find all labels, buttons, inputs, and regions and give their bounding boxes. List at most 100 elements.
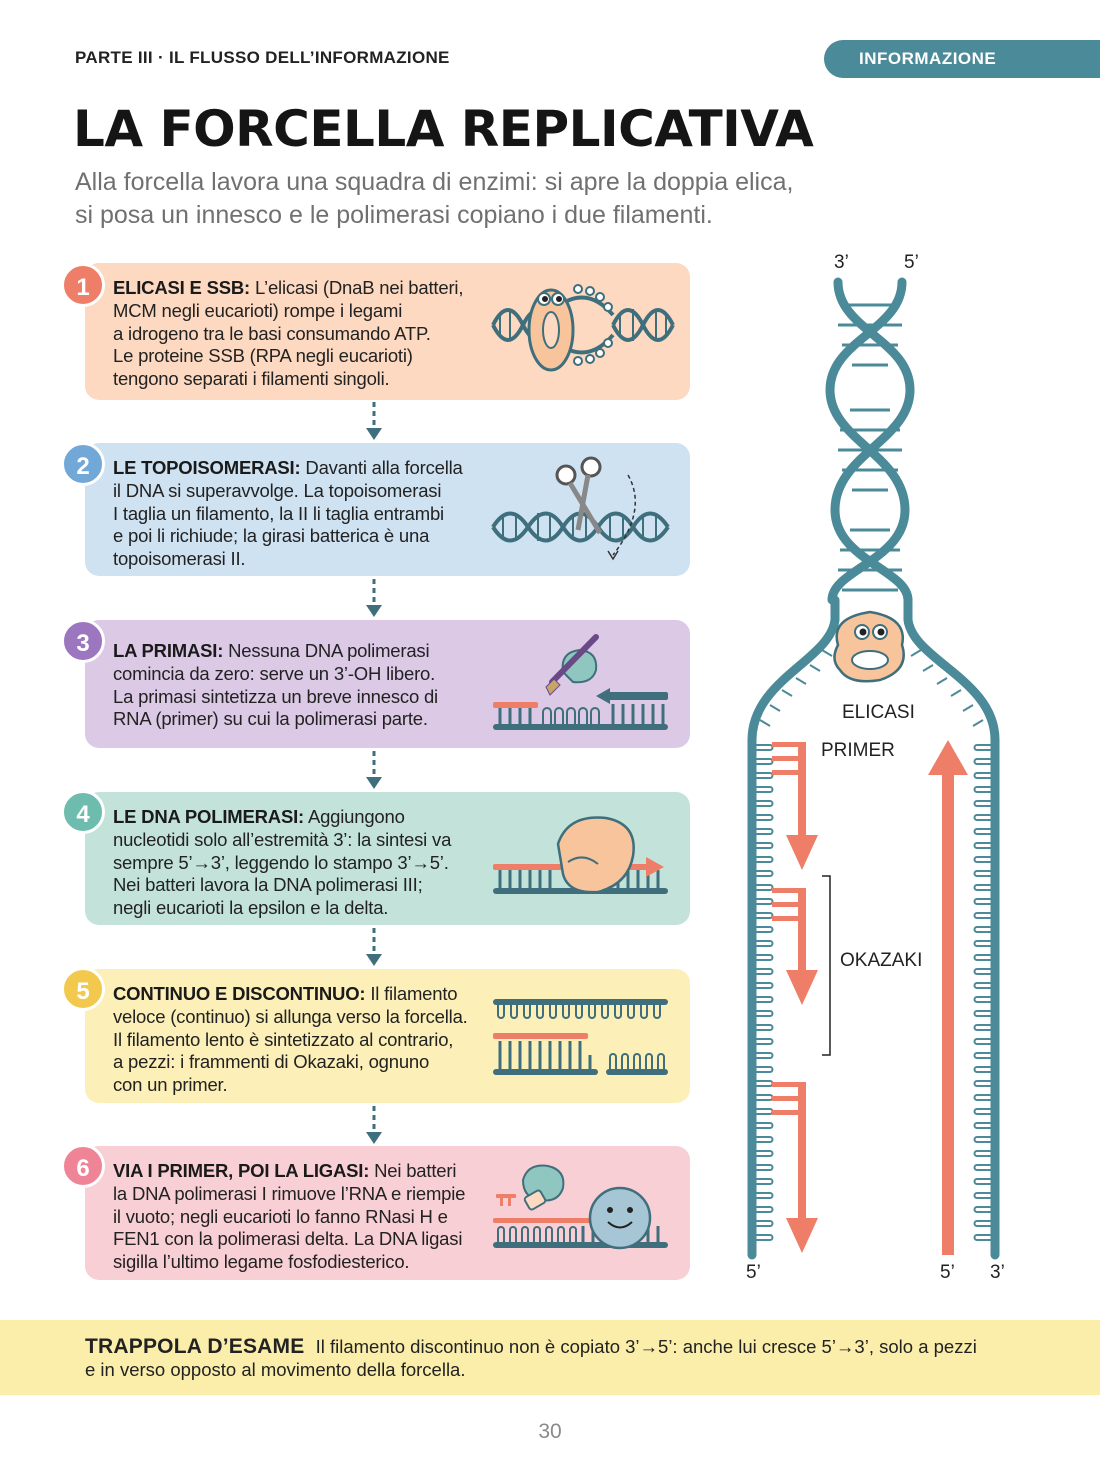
template-base-left bbox=[756, 856, 774, 863]
template-base-left bbox=[756, 1136, 774, 1143]
step-card-topoisomerase: LE TOPOISOMERASI: Davanti alla forcella … bbox=[85, 443, 690, 576]
step-line: comincia da zero: serve un 3’-OH libero. bbox=[113, 662, 436, 684]
template-base-left bbox=[756, 898, 774, 905]
step-line: sempre 5’→3’, leggendo lo stampo 3’→5’. bbox=[113, 851, 449, 873]
helicase-opening-helix-icon bbox=[491, 284, 675, 372]
template-base-right bbox=[973, 1080, 991, 1087]
template-base-right bbox=[962, 704, 974, 712]
step-heading: ELICASI E SSB bbox=[113, 277, 245, 298]
template-base-left bbox=[756, 912, 774, 919]
template-base-left bbox=[756, 1052, 774, 1059]
template-base-right bbox=[973, 1010, 991, 1017]
exam-trap-line-1: Il filamento discontinuo non è copiato 3… bbox=[315, 1336, 977, 1357]
ligase-smiling-icon bbox=[493, 1164, 668, 1250]
template-base-left bbox=[759, 719, 771, 727]
fork-bottom-right-end: 3’ bbox=[990, 1262, 1005, 1283]
step-heading-sep: : bbox=[359, 983, 366, 1004]
paintbrush-primer-icon bbox=[493, 634, 668, 730]
down-arrow-icon bbox=[366, 579, 382, 617]
lagging-okazaki-fragments bbox=[772, 742, 818, 1253]
step-line: L’elicasi (DnaB nei batteri, bbox=[254, 277, 464, 298]
template-base-right bbox=[973, 1038, 991, 1045]
step-card-primer-removal-ligase: VIA I PRIMER, POI LA LIGASI: Nei batteri… bbox=[85, 1146, 690, 1280]
polymerase-hand-icon bbox=[493, 816, 668, 894]
template-base-right bbox=[973, 842, 991, 849]
exam-trap-heading: TRAPPOLA D’ESAME bbox=[85, 1335, 305, 1358]
template-base-right bbox=[973, 1052, 991, 1059]
down-arrow-icon bbox=[366, 928, 382, 966]
step-line: tengono separati i filamenti singoli. bbox=[113, 368, 390, 390]
step-heading: LE DNA POLIMERASI bbox=[113, 806, 299, 827]
step-heading: VIA I PRIMER, POI LA LIGASI: bbox=[113, 1160, 370, 1181]
leading-strand-arrow bbox=[928, 740, 968, 1255]
template-base-right bbox=[910, 649, 922, 657]
template-base-left bbox=[756, 884, 774, 891]
step-line: negli eucarioti la epsilon e la delta. bbox=[113, 897, 389, 919]
template-base-left bbox=[756, 1164, 774, 1171]
step-line: MCM negli eucarioti) rompe i legami bbox=[113, 299, 403, 321]
template-bases bbox=[756, 649, 991, 1241]
replication-fork-diagram bbox=[747, 277, 1000, 1260]
template-base-right bbox=[973, 1206, 991, 1213]
step-line: la DNA polimerasi I rimuove l’RNA e riem… bbox=[113, 1182, 466, 1204]
template-base-left bbox=[756, 926, 774, 933]
step-line: a pezzi: i frammenti di Okazaki, ognuno bbox=[113, 1051, 430, 1073]
step-badge-5: 5 bbox=[61, 967, 105, 1011]
template-base-right bbox=[973, 996, 991, 1003]
template-base-left bbox=[756, 940, 774, 947]
fork-top-left-end: 3’ bbox=[834, 252, 849, 273]
step-line: topoisomerasi II. bbox=[113, 548, 246, 570]
exam-trap-banner: TRAPPOLA D’ESAME Il filamento discontinu… bbox=[0, 1320, 1100, 1395]
template-base-right bbox=[973, 940, 991, 947]
step-heading: LE TOPOISOMERASI: bbox=[113, 457, 301, 478]
template-base-left bbox=[756, 968, 774, 975]
page-title: LA FORCELLA REPLICATIVA bbox=[73, 100, 814, 158]
template-base-right bbox=[973, 870, 991, 877]
step-line: con un primer. bbox=[113, 1074, 228, 1096]
step-card-helicase: ELICASI E SSB: L’elicasi (DnaB nei batte… bbox=[85, 263, 690, 400]
step-line: Nessuna DNA polimerasi bbox=[228, 640, 430, 661]
step-text: LE DNA POLIMERASI: Aggiungono nucleotidi… bbox=[113, 806, 485, 920]
step-line: I taglia un filamento, la II li taglia e… bbox=[113, 502, 444, 524]
template-base-left bbox=[756, 842, 774, 849]
template-base-right bbox=[973, 772, 991, 779]
template-base-left bbox=[756, 870, 774, 877]
template-base-left bbox=[756, 828, 774, 835]
step-text: CONTINUO E DISCONTINUO: Il filamento vel… bbox=[113, 983, 485, 1097]
leading-lagging-strands-icon bbox=[493, 999, 668, 1075]
exam-trap-text: TRAPPOLA D’ESAME Il filamento discontinu… bbox=[85, 1335, 1005, 1381]
template-base-left bbox=[756, 1010, 774, 1017]
template-base-left bbox=[809, 664, 821, 672]
section-tab-label: INFORMAZIONE bbox=[859, 49, 997, 68]
step-heading-sep: : bbox=[217, 640, 224, 661]
template-base-left bbox=[756, 758, 774, 765]
step-line: e poi li richiude; la girasi batterica è… bbox=[113, 525, 430, 547]
template-base-right bbox=[973, 898, 991, 905]
step-line: il DNA si superavvolge. La topoisomerasi bbox=[113, 479, 442, 501]
step-line: FEN1 con la polimerasi delta. La DNA lig… bbox=[113, 1228, 463, 1250]
template-base-left bbox=[756, 772, 774, 779]
step-text: VIA I PRIMER, POI LA LIGASI: Nei batteri… bbox=[113, 1160, 485, 1274]
template-base-right bbox=[973, 856, 991, 863]
template-base-left bbox=[756, 1192, 774, 1199]
template-base-right bbox=[973, 800, 991, 807]
step-text: ELICASI E SSB: L’elicasi (DnaB nei batte… bbox=[113, 277, 485, 391]
template-base-right bbox=[973, 1164, 991, 1171]
fork-bottom-mid-end: 5’ bbox=[940, 1262, 955, 1283]
template-base-left bbox=[821, 649, 833, 657]
template-base-left bbox=[756, 800, 774, 807]
template-base-right bbox=[973, 1136, 991, 1143]
template-base-right bbox=[950, 689, 962, 697]
fork-bottom-left-end: 5’ bbox=[746, 1262, 761, 1283]
step-line: RNA (primer) su cui la polimerasi parte. bbox=[113, 708, 428, 730]
template-base-right bbox=[973, 926, 991, 933]
step-text: LA PRIMASI: Nessuna DNA polimerasi comin… bbox=[113, 640, 485, 731]
template-base-right bbox=[972, 719, 984, 727]
template-base-left bbox=[756, 1206, 774, 1213]
template-base-left bbox=[756, 982, 774, 989]
step-line: Aggiungono bbox=[307, 806, 405, 827]
scissors-cutting-helix-icon bbox=[491, 456, 670, 561]
template-base-left bbox=[756, 1150, 774, 1157]
template-base-right bbox=[973, 884, 991, 891]
down-arrow-icon bbox=[366, 1106, 382, 1144]
